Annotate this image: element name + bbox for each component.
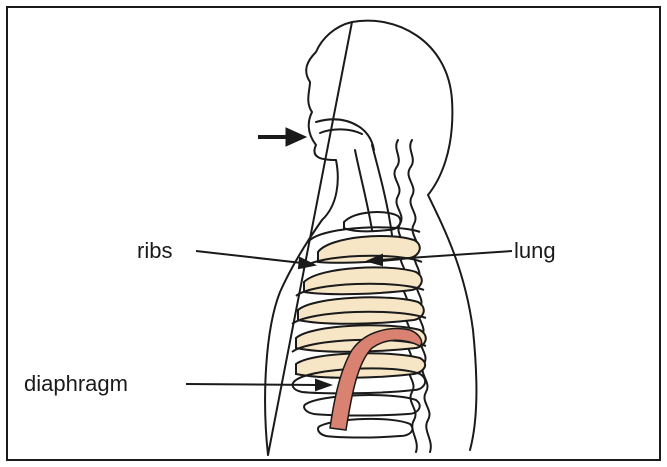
airflow-arrow: [258, 128, 306, 146]
diaphragm-label: diaphragm: [24, 373, 128, 395]
trachea-wall-left: [355, 150, 372, 230]
ribs-label: ribs: [137, 240, 172, 262]
diaphragm-leader: [186, 380, 330, 390]
mouth-cavity: [320, 129, 362, 134]
nasal-passage: [316, 119, 374, 150]
trachea-wall-right: [372, 145, 392, 235]
lung-label: lung: [514, 240, 556, 262]
